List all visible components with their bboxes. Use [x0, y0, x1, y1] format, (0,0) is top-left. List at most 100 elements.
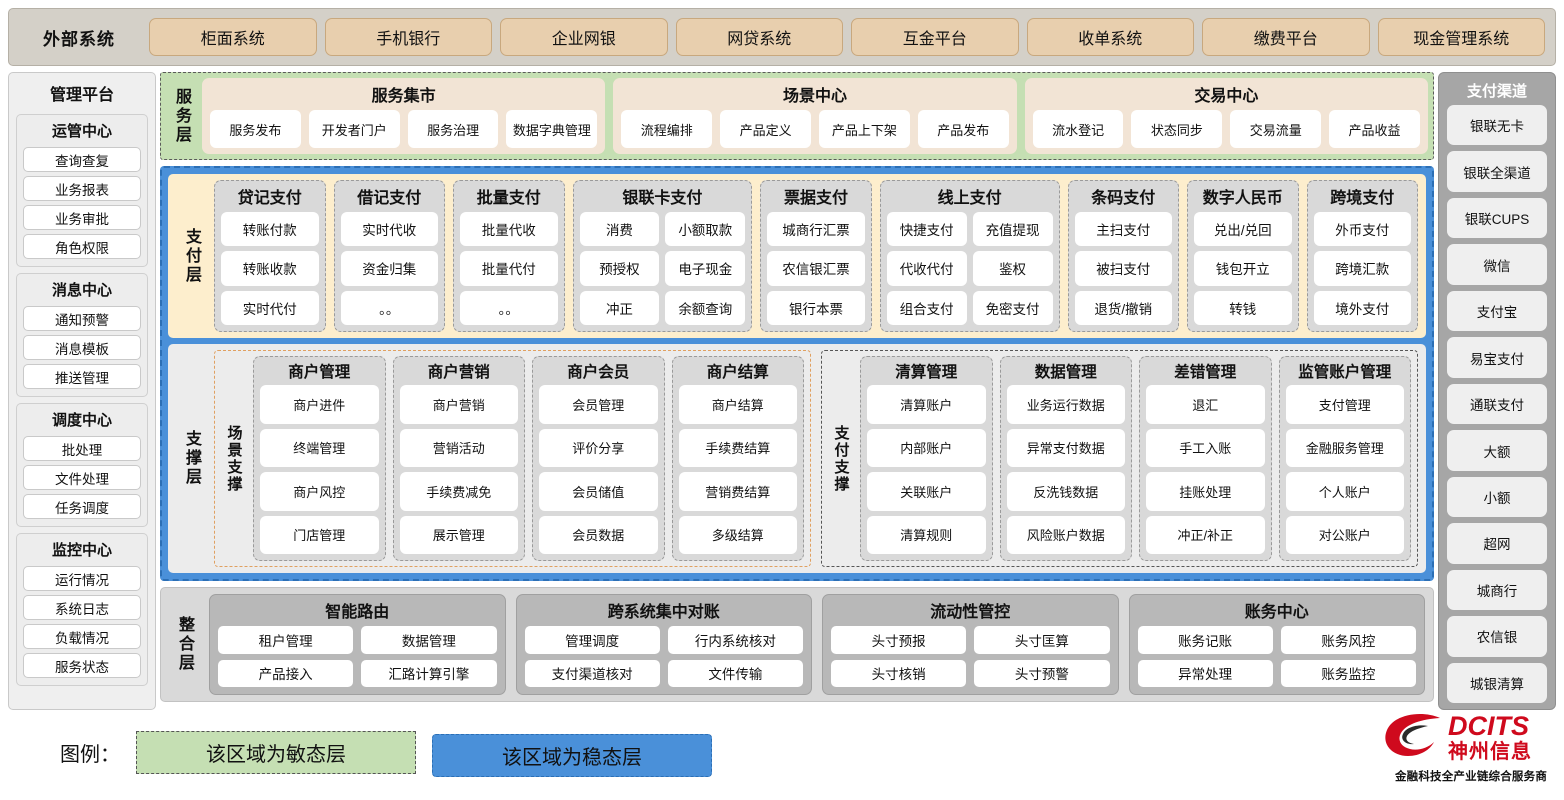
management-item[interactable]: 消息模板 — [23, 335, 141, 360]
management-item[interactable]: 通知预警 — [23, 306, 141, 331]
payment-item[interactable]: 代收代付 — [887, 251, 967, 285]
integration-item[interactable]: 头寸核销 — [831, 660, 966, 688]
service-item[interactable]: 开发者门户 — [309, 110, 400, 148]
integration-item[interactable]: 头寸预警 — [974, 660, 1109, 688]
payment-item[interactable]: 转账付款 — [221, 212, 319, 246]
integration-item[interactable]: 租户管理 — [218, 626, 353, 654]
service-item[interactable]: 服务治理 — [408, 110, 499, 148]
external-system-chip[interactable]: 柜面系统 — [149, 18, 317, 56]
payment-channel-item[interactable]: 微信 — [1447, 244, 1547, 284]
support-item[interactable]: 商户结算 — [679, 385, 798, 424]
payment-channel-item[interactable]: 大额 — [1447, 430, 1547, 470]
integration-item[interactable]: 头寸预报 — [831, 626, 966, 654]
external-system-chip[interactable]: 网贷系统 — [676, 18, 844, 56]
payment-channel-item[interactable]: 城商行 — [1447, 570, 1547, 610]
payment-item[interactable]: 主扫支付 — [1075, 212, 1173, 246]
support-item[interactable]: 关联账户 — [867, 472, 986, 511]
payment-channel-item[interactable]: 易宝支付 — [1447, 337, 1547, 377]
management-item[interactable]: 服务状态 — [23, 653, 141, 678]
payment-item[interactable]: 。。 — [341, 291, 439, 325]
payment-item[interactable]: 鉴权 — [973, 251, 1053, 285]
payment-item[interactable]: 退货/撤销 — [1075, 291, 1173, 325]
payment-channel-item[interactable]: 小额 — [1447, 477, 1547, 517]
support-item[interactable]: 手工入账 — [1146, 429, 1265, 468]
service-item[interactable]: 服务发布 — [210, 110, 301, 148]
integration-item[interactable]: 账务记账 — [1138, 626, 1273, 654]
payment-item[interactable]: 农信银汇票 — [767, 251, 865, 285]
payment-item[interactable]: 转钱 — [1194, 291, 1292, 325]
support-item[interactable]: 反洗钱数据 — [1007, 472, 1126, 511]
payment-item[interactable]: 外币支付 — [1314, 212, 1412, 246]
payment-item[interactable]: 银行本票 — [767, 291, 865, 325]
external-system-chip[interactable]: 现金管理系统 — [1378, 18, 1546, 56]
support-item[interactable]: 手续费减免 — [400, 472, 519, 511]
support-item[interactable]: 退汇 — [1146, 385, 1265, 424]
integration-item[interactable]: 产品接入 — [218, 660, 353, 688]
payment-item[interactable]: 批量代付 — [460, 251, 558, 285]
payment-channel-item[interactable]: 通联支付 — [1447, 384, 1547, 424]
payment-channel-item[interactable]: 银联全渠道 — [1447, 151, 1547, 191]
service-item[interactable]: 流程编排 — [621, 110, 712, 148]
payment-item[interactable]: 充值提现 — [973, 212, 1053, 246]
support-item[interactable]: 展示管理 — [400, 516, 519, 555]
external-system-chip[interactable]: 手机银行 — [325, 18, 493, 56]
management-item[interactable]: 业务审批 — [23, 205, 141, 230]
management-item[interactable]: 负载情况 — [23, 624, 141, 649]
support-item[interactable]: 清算规则 — [867, 516, 986, 555]
support-item[interactable]: 异常支付数据 — [1007, 429, 1126, 468]
integration-item[interactable]: 数据管理 — [361, 626, 496, 654]
support-item[interactable]: 商户营销 — [400, 385, 519, 424]
service-item[interactable]: 流水登记 — [1033, 110, 1124, 148]
management-item[interactable]: 文件处理 — [23, 465, 141, 490]
payment-item[interactable]: 转账收款 — [221, 251, 319, 285]
support-item[interactable]: 金融服务管理 — [1286, 429, 1405, 468]
service-item[interactable]: 产品上下架 — [819, 110, 910, 148]
support-item[interactable]: 业务运行数据 — [1007, 385, 1126, 424]
management-item[interactable]: 推送管理 — [23, 364, 141, 389]
service-item[interactable]: 产品发布 — [918, 110, 1009, 148]
payment-channel-item[interactable]: 超网 — [1447, 523, 1547, 563]
service-item[interactable]: 交易流量 — [1230, 110, 1321, 148]
integration-item[interactable]: 管理调度 — [525, 626, 660, 654]
integration-item[interactable]: 账务风控 — [1281, 626, 1416, 654]
management-item[interactable]: 角色权限 — [23, 234, 141, 259]
support-item[interactable]: 商户风控 — [260, 472, 379, 511]
payment-item[interactable]: 钱包开立 — [1194, 251, 1292, 285]
support-item[interactable]: 手续费结算 — [679, 429, 798, 468]
payment-item[interactable]: 快捷支付 — [887, 212, 967, 246]
external-system-chip[interactable]: 收单系统 — [1027, 18, 1195, 56]
payment-channel-item[interactable]: 银联无卡 — [1447, 105, 1547, 145]
management-item[interactable]: 查询查复 — [23, 147, 141, 172]
payment-item[interactable]: 预授权 — [580, 251, 660, 285]
payment-item[interactable]: 跨境汇款 — [1314, 251, 1412, 285]
support-item[interactable]: 风险账户数据 — [1007, 516, 1126, 555]
payment-item[interactable]: 小额取款 — [665, 212, 745, 246]
service-item[interactable]: 数据字典管理 — [506, 110, 597, 148]
integration-item[interactable]: 头寸匡算 — [974, 626, 1109, 654]
support-item[interactable]: 多级结算 — [679, 516, 798, 555]
payment-item[interactable]: 。。 — [460, 291, 558, 325]
management-item[interactable]: 批处理 — [23, 436, 141, 461]
integration-item[interactable]: 异常处理 — [1138, 660, 1273, 688]
management-item[interactable]: 运行情况 — [23, 566, 141, 591]
management-item[interactable]: 业务报表 — [23, 176, 141, 201]
management-item[interactable]: 任务调度 — [23, 494, 141, 519]
external-system-chip[interactable]: 缴费平台 — [1202, 18, 1370, 56]
integration-item[interactable]: 文件传输 — [668, 660, 803, 688]
payment-item[interactable]: 消费 — [580, 212, 660, 246]
payment-channel-item[interactable]: 农信银 — [1447, 616, 1547, 656]
service-item[interactable]: 产品收益 — [1329, 110, 1420, 148]
support-item[interactable]: 营销费结算 — [679, 472, 798, 511]
support-item[interactable]: 清算账户 — [867, 385, 986, 424]
service-item[interactable]: 产品定义 — [720, 110, 811, 148]
payment-item[interactable]: 实时代收 — [341, 212, 439, 246]
service-item[interactable]: 状态同步 — [1131, 110, 1222, 148]
management-item[interactable]: 系统日志 — [23, 595, 141, 620]
payment-item[interactable]: 余额查询 — [665, 291, 745, 325]
payment-item[interactable]: 免密支付 — [973, 291, 1053, 325]
support-item[interactable]: 挂账处理 — [1146, 472, 1265, 511]
payment-channel-item[interactable]: 银联CUPS — [1447, 198, 1547, 238]
payment-channel-item[interactable]: 支付宝 — [1447, 291, 1547, 331]
payment-item[interactable]: 资金归集 — [341, 251, 439, 285]
support-item[interactable]: 支付管理 — [1286, 385, 1405, 424]
